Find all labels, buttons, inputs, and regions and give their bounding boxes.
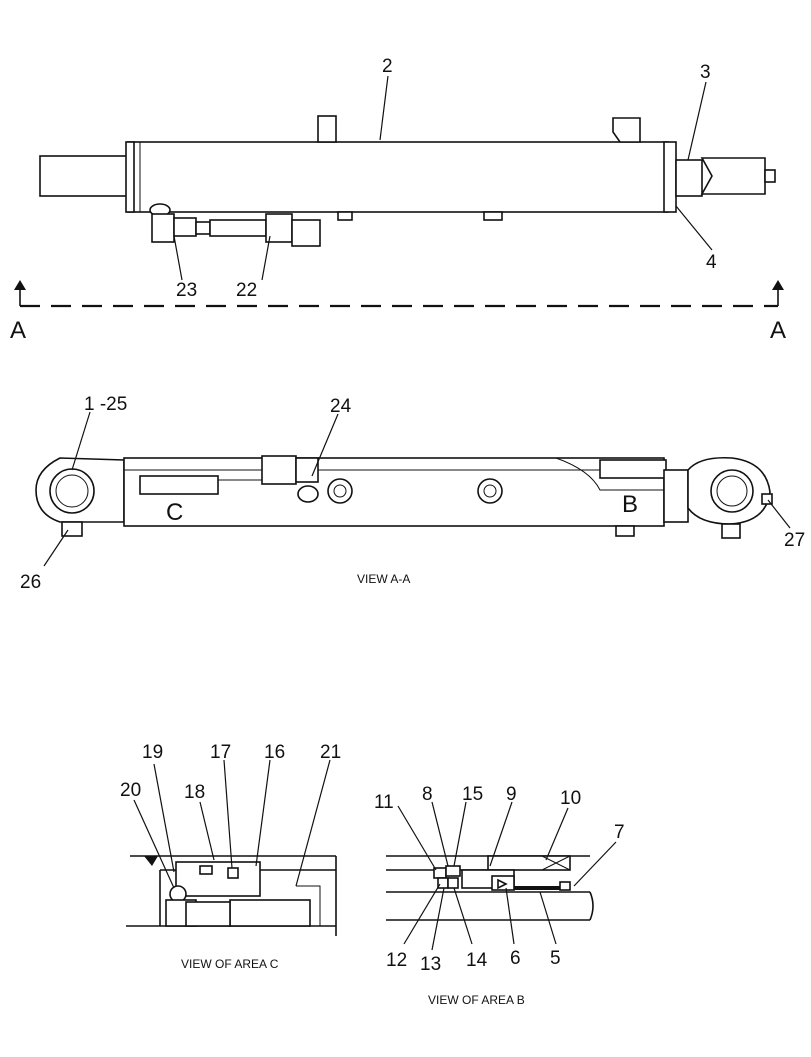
callout-23: 23 bbox=[176, 280, 197, 301]
callout-10: 10 bbox=[560, 788, 581, 809]
area-mark-c: C bbox=[166, 499, 183, 526]
callout-8: 8 bbox=[422, 784, 433, 805]
section-mark-right: A bbox=[770, 317, 786, 344]
caption-view-area-c: VIEW OF AREA C bbox=[181, 957, 279, 971]
callout-7: 7 bbox=[614, 822, 625, 843]
callout-20: 20 bbox=[120, 780, 141, 801]
detail-area-c bbox=[126, 855, 337, 936]
callout-4: 4 bbox=[706, 252, 717, 273]
caption-view-area-b: VIEW OF AREA B bbox=[428, 993, 525, 1007]
callout-17: 17 bbox=[210, 742, 231, 763]
callout-2: 2 bbox=[382, 56, 393, 77]
cylinder-view-aa bbox=[35, 455, 773, 539]
section-mark-left: A bbox=[10, 317, 26, 344]
callout-11: 11 bbox=[374, 792, 394, 813]
caption-view-aa: VIEW A-A bbox=[357, 572, 410, 586]
callout-19: 19 bbox=[142, 742, 163, 763]
callout-3: 3 bbox=[700, 62, 711, 83]
callout-26: 26 bbox=[20, 572, 41, 593]
callout-16: 16 bbox=[264, 742, 285, 763]
callout-27: 27 bbox=[784, 530, 805, 551]
cylinder-top-view bbox=[39, 115, 776, 247]
callout-15: 15 bbox=[462, 784, 483, 805]
callout-22: 22 bbox=[236, 280, 257, 301]
area-mark-b: B bbox=[622, 491, 638, 518]
callout-1-25: 1 -25 bbox=[84, 394, 127, 415]
callout-14: 14 bbox=[466, 950, 488, 971]
callout-13: 13 bbox=[420, 954, 441, 975]
callout-12: 12 bbox=[386, 950, 407, 971]
leader-lines-b bbox=[397, 801, 617, 951]
callout-9: 9 bbox=[506, 784, 517, 805]
callout-5: 5 bbox=[550, 948, 561, 969]
callout-21: 21 bbox=[320, 742, 341, 763]
section-line-aa bbox=[14, 280, 784, 308]
leader-lines-top bbox=[173, 75, 713, 281]
callout-6: 6 bbox=[510, 948, 521, 969]
callout-24: 24 bbox=[330, 396, 352, 417]
detail-area-b bbox=[386, 855, 594, 921]
callout-18: 18 bbox=[184, 782, 205, 803]
callout-labels: 2 3 4 22 23 1 -25 24 26 27 19 17 16 21 2… bbox=[20, 56, 805, 975]
leader-lines-c bbox=[133, 759, 331, 889]
leader-lines-aa bbox=[43, 411, 791, 567]
